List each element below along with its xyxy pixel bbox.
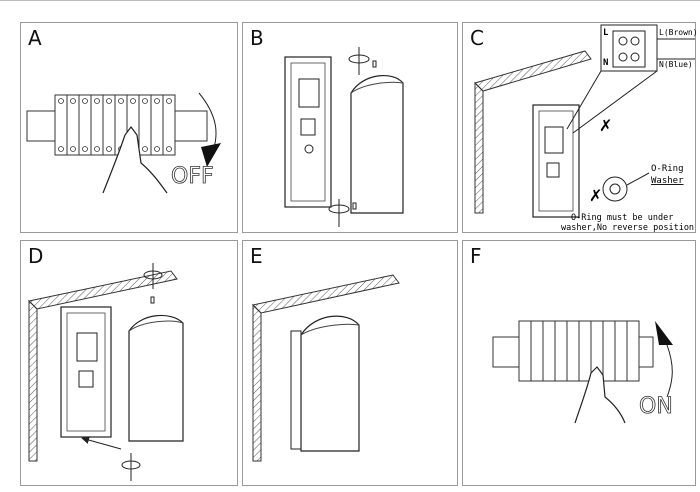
n-terminal-label: N [603,58,608,68]
l-wire-label: L(Brown) [659,28,697,37]
note-line-1: O-Ring must be under [571,213,673,223]
panel-label: F [470,244,482,268]
arrow-down-icon [201,143,221,167]
panel-f: F ON [462,240,696,486]
assembled-illustration [251,274,400,462]
panel-b: B [242,22,458,233]
arrow-icon [81,436,122,450]
breaker-on-illustration: ON [492,320,673,424]
top-divider [0,0,700,1]
cross-icon: ✗ [599,116,612,135]
panel-label: C [470,26,484,50]
on-text: ON [639,394,673,419]
screw-icon [372,60,377,68]
arrow-up-icon [655,321,673,345]
panel-label: D [28,244,44,268]
wiring-illustration: L N L(Brown) N(Blue) ✗ ✗ O-Ring Washer O… [474,24,697,233]
panel-a: A OFF [20,22,238,233]
oring-label: O-Ring [651,164,684,174]
screw-icon [150,296,155,304]
panel-d: D [20,240,238,486]
panel-c: C L N L(Brown) N(Blue) ✗ ✗ O-Ring Washer… [462,22,697,233]
l-terminal-label: L [603,28,609,38]
disassembly-illustration [284,47,404,227]
screw-icon [352,202,357,210]
breaker-off-illustration: OFF [26,92,221,194]
panel-label: A [28,26,42,50]
panel-e: E [242,240,458,486]
note-line-2: washer,No reverse position [561,223,694,233]
cross-icon: ✗ [589,186,602,205]
washer-label: Washer [651,176,684,186]
panel-label: B [250,26,264,50]
reassembly-illustration [27,263,184,481]
n-wire-label: N(Blue) [659,60,693,69]
panel-label: E [250,244,263,268]
breaker-row [54,94,176,156]
washer-icon [609,183,621,195]
off-text: OFF [171,164,214,189]
